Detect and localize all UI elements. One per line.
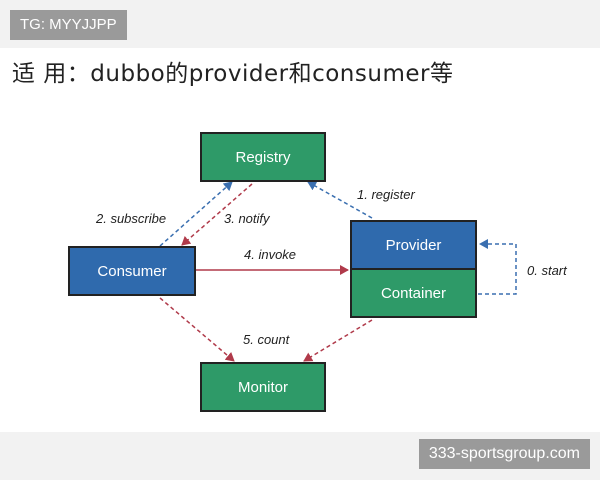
registry-node: Registry: [200, 132, 326, 182]
count-arrow-provider: [303, 319, 373, 362]
slide-title: 适 用：dubbo的provider和consumer等: [12, 61, 454, 87]
start-label: 0. start: [527, 263, 567, 278]
header-tag: TG: MYYJJPP: [10, 10, 127, 40]
start-arrow: [478, 239, 517, 295]
count-arrow-consumer: [159, 297, 235, 362]
register-label: 1. register: [357, 187, 415, 202]
subscribe-arrow: [159, 181, 233, 247]
notify-arrow: [181, 183, 253, 246]
notify-label: 3. notify: [224, 211, 270, 226]
container-node: Container: [350, 268, 477, 318]
count-label: 5. count: [243, 332, 290, 347]
monitor-node: Monitor: [200, 362, 326, 412]
watermark: 333-sportsgroup.com: [418, 439, 590, 469]
register-arrow: [307, 181, 373, 219]
invoke-label: 4. invoke: [244, 247, 297, 262]
consumer-node: Consumer: [68, 246, 196, 296]
subscribe-label: 2. subscribe: [96, 211, 167, 226]
provider-node: Provider: [350, 220, 477, 270]
